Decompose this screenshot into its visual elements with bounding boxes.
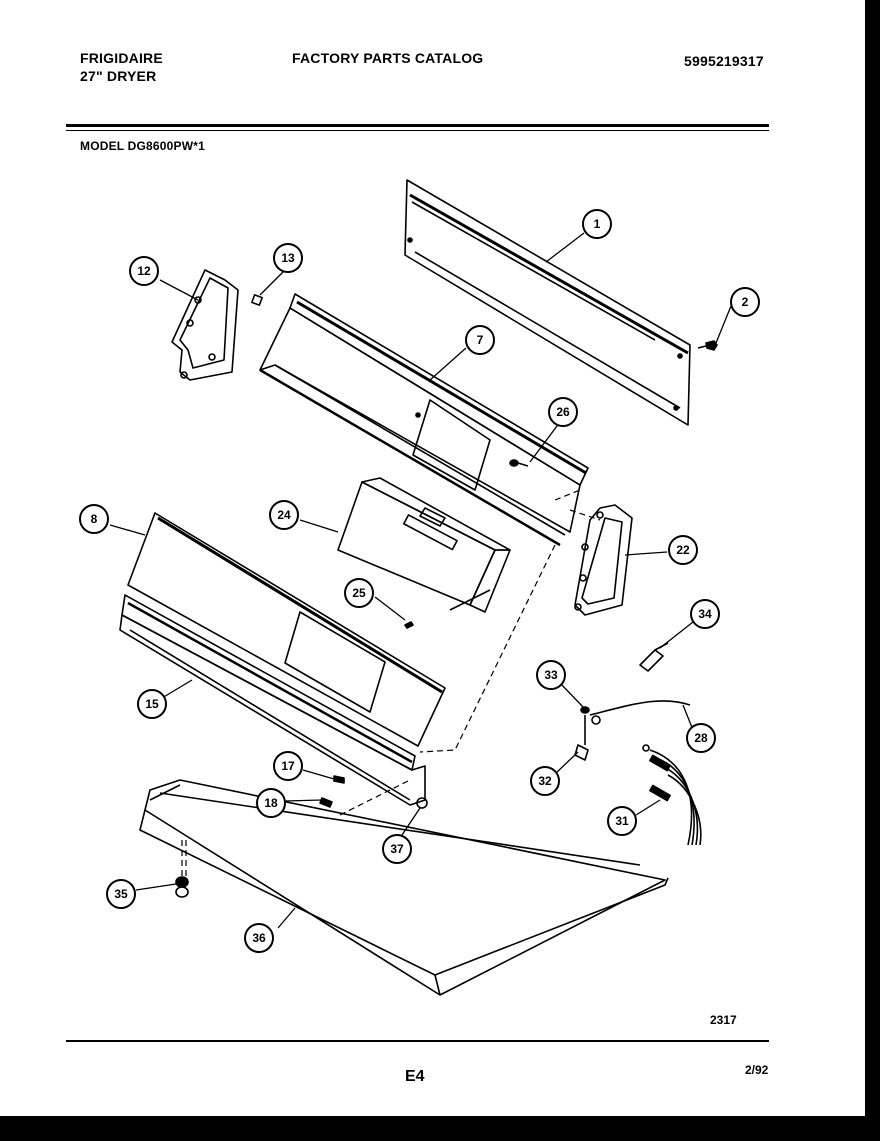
catalog-sheet: FRIGIDAIRE 27" DRYER FACTORY PARTS CATAL… <box>0 0 865 1116</box>
callout-17: 17 <box>281 759 295 773</box>
part-36-console-base <box>139 779 669 996</box>
part-7-control-panel-base <box>259 293 589 547</box>
callout-36: 36 <box>252 931 266 945</box>
callout-32: 32 <box>538 774 552 788</box>
brand-name: FRIGIDAIRE <box>80 50 163 66</box>
callout-26: 26 <box>556 405 570 419</box>
callout-22: 22 <box>676 543 690 557</box>
product-name: 27" DRYER <box>80 68 157 84</box>
callout-37: 37 <box>390 842 404 856</box>
part-2-screw <box>697 340 718 351</box>
callout-8: 8 <box>91 512 98 526</box>
callout-24: 24 <box>277 508 291 522</box>
part-34-plug <box>639 642 669 672</box>
callout-35: 35 <box>114 887 128 901</box>
catalog-title: FACTORY PARTS CATALOG <box>292 50 484 66</box>
callout-28: 28 <box>694 731 708 745</box>
header-rule-thin <box>66 130 769 131</box>
callout-13: 13 <box>281 251 295 265</box>
callout-15: 15 <box>145 697 159 711</box>
part-18-screw <box>319 797 333 808</box>
page-code: E4 <box>405 1068 425 1085</box>
callout-18: 18 <box>264 796 278 810</box>
part-17-screw <box>333 775 345 784</box>
part-12-left-end-cap <box>171 269 239 381</box>
callout-25: 25 <box>352 586 366 600</box>
part-24-control-module <box>337 477 511 613</box>
part-25-screw <box>404 621 414 629</box>
callout-31: 31 <box>615 814 629 828</box>
revision-date: 2/92 <box>745 1063 769 1077</box>
part-22-right-end-cap <box>574 504 633 616</box>
callout-34: 34 <box>698 607 712 621</box>
part-1-rear-panel <box>404 179 691 426</box>
callout-7: 7 <box>477 333 484 347</box>
model-number: MODEL DG8600PW*1 <box>80 139 206 153</box>
part-35-screw <box>175 876 189 898</box>
callout-33: 33 <box>544 668 558 682</box>
callout-1: 1 <box>594 217 601 231</box>
drawing-number: 2317 <box>710 1013 737 1027</box>
catalog-number: 5995219317 <box>684 53 764 69</box>
part-37-screw <box>416 797 428 809</box>
header-rule-thick <box>66 124 769 127</box>
callout-2: 2 <box>742 295 749 309</box>
part-8-control-panel-front <box>127 512 446 747</box>
exploded-parts-diagram: 1 2 12 13 7 26 8 24 25 22 34 33 28 32 31… <box>79 179 760 996</box>
part-31-wire-harness <box>642 744 702 846</box>
part-26-screw <box>509 459 529 467</box>
part-28-wire-assembly <box>574 700 691 761</box>
part-13-clip <box>251 294 263 306</box>
footer-rule <box>66 1040 769 1042</box>
callout-12: 12 <box>137 264 151 278</box>
